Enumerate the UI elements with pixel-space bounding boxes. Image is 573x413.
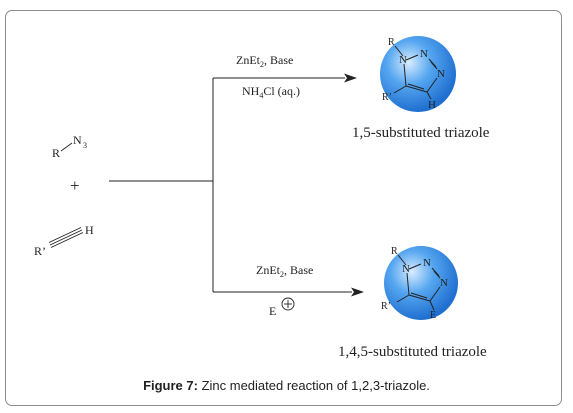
product-top: R N N N R’ H 1,5-substituted triazole [352, 36, 490, 141]
azide-reactant: R N 3 [52, 133, 87, 160]
bottom-atom-rprime: R’ [381, 301, 391, 312]
bottom-sphere [384, 246, 458, 320]
azide-r-label: R [52, 146, 60, 160]
triple-bond [48, 227, 84, 248]
figure-caption: Figure 7: Zinc mediated reaction of 1,2,… [0, 378, 573, 393]
top-reagent-line2: NH4Cl (aq.) [242, 84, 300, 100]
top-atom-n1: N [399, 54, 407, 66]
top-arrowhead [344, 73, 357, 83]
plus-sign: + [70, 176, 80, 195]
top-atom-h: H [428, 99, 436, 111]
bottom-ring-bonds [396, 254, 441, 311]
alkyne-reactant: R’ H [34, 223, 94, 258]
figure-label: Figure 7: [143, 378, 198, 393]
alkyne-h-label: H [85, 223, 94, 237]
alkyne-r-label: R’ [34, 244, 46, 258]
top-sphere [380, 36, 456, 112]
azide-subscript: 3 [83, 141, 87, 150]
azide-n-label: N [73, 133, 82, 147]
bottom-atom-n2: N [423, 257, 431, 269]
product-bottom-label: 1,4,5-substituted triazole [338, 344, 487, 360]
bottom-atom-e: E [430, 310, 436, 321]
top-reagent-line1: ZnEt2, Base [236, 53, 293, 69]
electrophile-label: E [269, 304, 276, 318]
bottom-atom-n1: N [402, 263, 410, 275]
electrophile-reagent: E [269, 297, 295, 318]
product-bottom: R N N N R’ E 1,4,5-substituted triazole [338, 246, 487, 360]
bottom-atom-n3: N [440, 277, 448, 289]
caption-text: Zinc mediated reaction of 1,2,3-triazole… [197, 378, 430, 393]
branch-lines [109, 77, 352, 293]
top-atom-n3: N [437, 68, 445, 80]
bottom-atom-r: R [391, 246, 398, 257]
top-ring-bonds [393, 45, 438, 100]
top-atom-rprime: R’ [382, 92, 392, 103]
azide-bond [60, 142, 73, 152]
top-atom-n2: N [420, 48, 428, 60]
bottom-arrowhead [351, 287, 364, 297]
top-atom-r: R [388, 37, 395, 48]
positive-charge-icon [281, 297, 295, 311]
product-top-label: 1,5-substituted triazole [352, 125, 490, 141]
bottom-reagent-line1: ZnEt2, Base [256, 263, 313, 279]
figure-frame [5, 10, 562, 406]
